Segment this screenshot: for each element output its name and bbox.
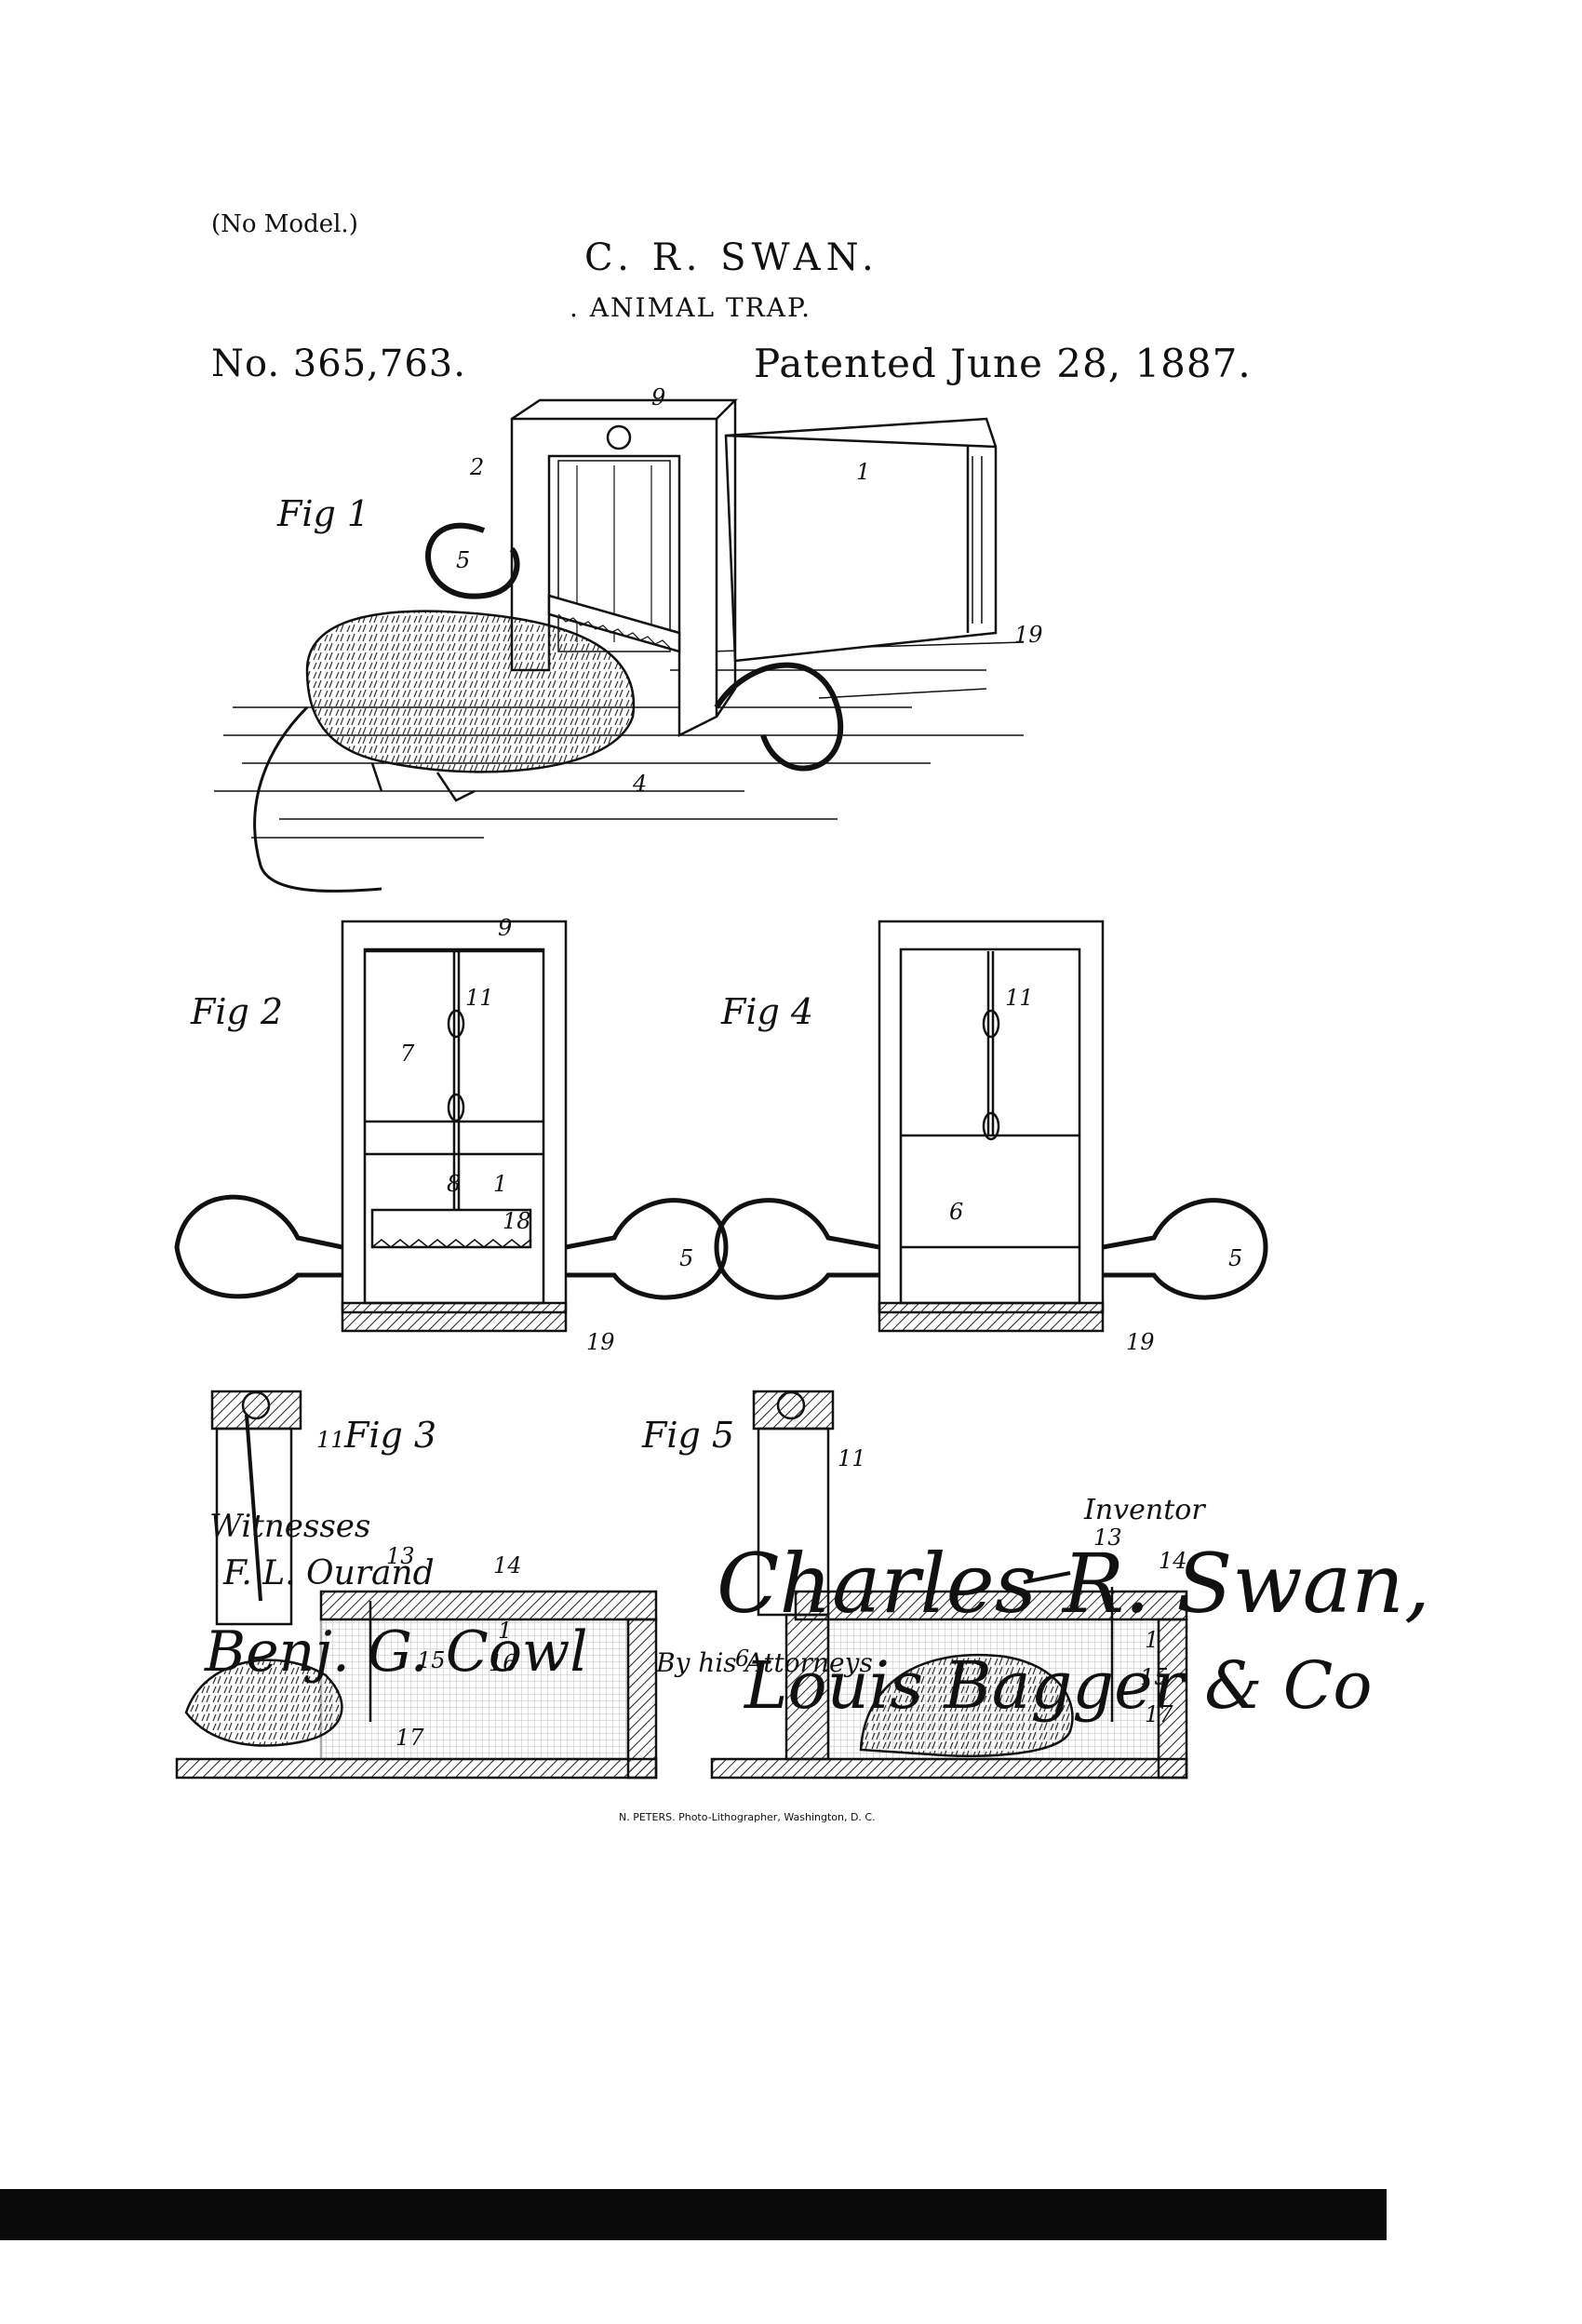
ref-9b: 9 <box>498 915 512 941</box>
ref-18: 18 <box>503 1208 531 1234</box>
ref-13b: 13 <box>1093 1525 1122 1551</box>
figure-3-section-view <box>175 1390 658 1780</box>
ref-5: 5 <box>456 547 470 573</box>
attorney-signature: Louis Bagger & Co <box>744 1647 1373 1724</box>
ref-16: 16 <box>489 1650 517 1676</box>
ref-19b: 19 <box>586 1329 615 1355</box>
ref-17: 17 <box>396 1725 424 1751</box>
ref-11c: 11 <box>316 1427 345 1453</box>
ref-9: 9 <box>651 384 665 410</box>
ref-6: 6 <box>949 1199 963 1225</box>
figure-2-label: Fig 2 <box>191 991 284 1032</box>
ref-17b: 17 <box>1145 1701 1173 1727</box>
patent-title: . ANIMAL TRAP. <box>570 292 812 323</box>
ref-5c: 5 <box>1228 1245 1242 1271</box>
inventor-name-heading: C. R. SWAN. <box>584 236 879 279</box>
ref-4: 4 <box>632 771 647 797</box>
witnesses-label: Witnesses <box>209 1508 371 1545</box>
ref-1c: 1 <box>498 1618 512 1644</box>
figure-4-front-view <box>714 920 1268 1333</box>
ref-15b: 15 <box>1140 1664 1169 1690</box>
ref-7: 7 <box>400 1041 415 1067</box>
ref-8: 8 <box>447 1171 461 1197</box>
witness-1-signature: F. L. Ourand <box>223 1554 435 1592</box>
ref-1d: 1 <box>1145 1627 1159 1653</box>
figure-1-perspective <box>214 398 1025 893</box>
no-model-note: (No Model.) <box>211 210 358 238</box>
by-attorneys-label: By his Attorneys <box>656 1647 873 1678</box>
ref-11d: 11 <box>838 1445 866 1471</box>
ref-19c: 19 <box>1126 1329 1155 1355</box>
figure-1-label: Fig 1 <box>277 493 370 534</box>
inventor-signature: Charles R. Swan, <box>717 1536 1430 1632</box>
ref-2: 2 <box>469 454 484 480</box>
ref-19: 19 <box>1014 622 1043 648</box>
witness-2-signature: Benj. G. Cowl <box>205 1619 588 1685</box>
patent-date: Patented June 28, 1887. <box>754 341 1252 386</box>
figure-4-label: Fig 4 <box>721 991 814 1032</box>
ref-6b: 6 <box>735 1646 749 1672</box>
ref-1: 1 <box>856 459 870 485</box>
figure-5-section-view <box>710 1390 1188 1780</box>
figure-3-label: Fig 3 <box>344 1415 437 1456</box>
ref-11: 11 <box>465 985 494 1011</box>
ref-13: 13 <box>386 1543 415 1569</box>
ref-14b: 14 <box>1159 1548 1187 1574</box>
scan-edge-bar <box>0 2189 1387 2240</box>
patent-number: No. 365,763. <box>211 343 466 385</box>
ref-14: 14 <box>493 1552 522 1578</box>
figure-5-label: Fig 5 <box>642 1415 735 1456</box>
ref-5b: 5 <box>679 1245 693 1271</box>
ref-15: 15 <box>417 1647 446 1673</box>
ref-11b: 11 <box>1005 985 1034 1011</box>
inventor-label: Inventor <box>1084 1494 1205 1526</box>
figure-2-front-view <box>174 920 729 1333</box>
ref-1b: 1 <box>493 1171 507 1197</box>
printer-credit: N. PETERS. Photo-Lithographer, Washingto… <box>619 1811 876 1823</box>
